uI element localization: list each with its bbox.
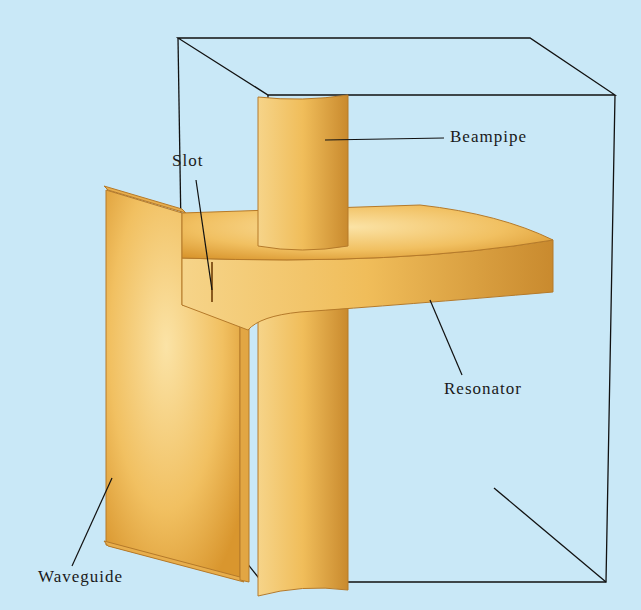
beampipe-shape [258,285,348,596]
part-label: Resonator [444,380,522,399]
part-label: Slot [172,152,203,171]
bounding-box [178,38,615,582]
beampipe-shape [258,95,348,250]
resonator-shape [182,205,553,330]
part-label: Beampipe [450,128,527,147]
leader-line [72,138,462,566]
part-label: Waveguide [38,568,123,587]
